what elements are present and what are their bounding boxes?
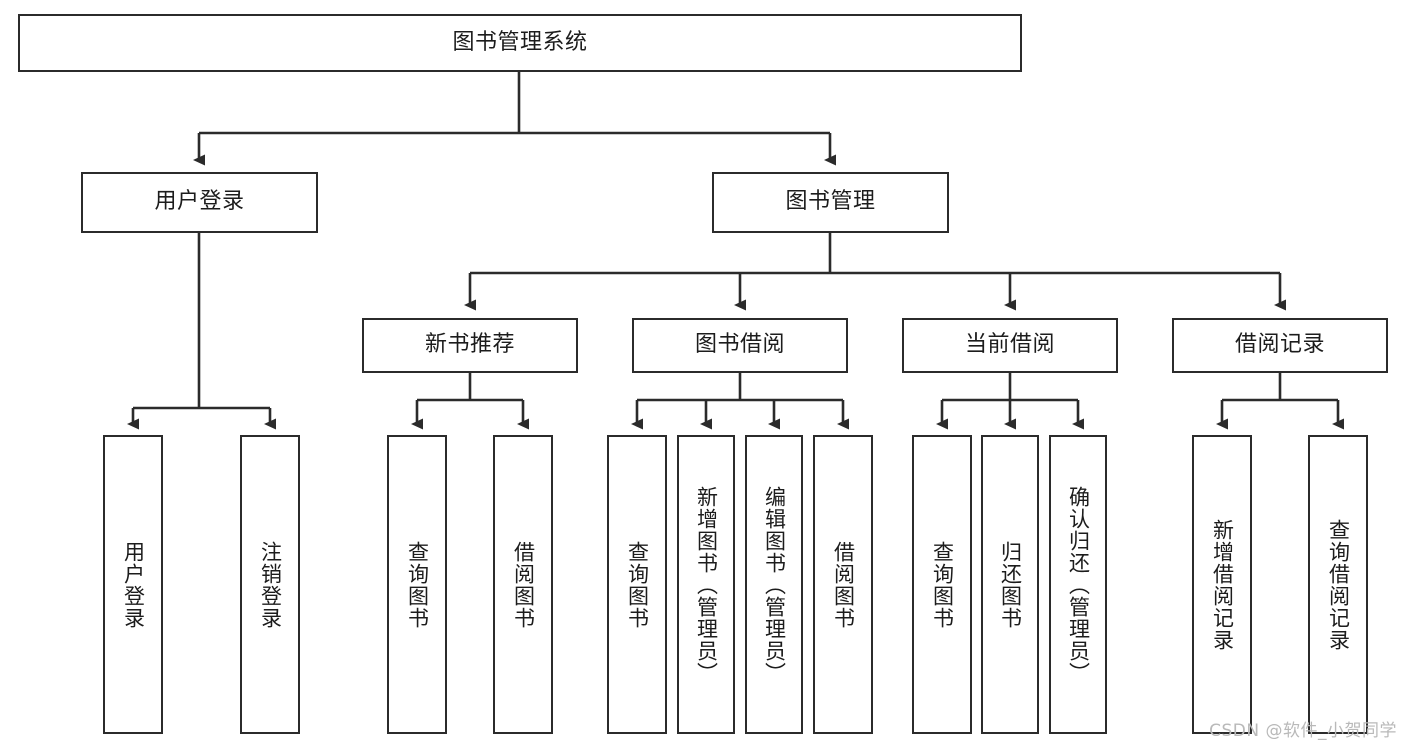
node-label: 借阅图书 xyxy=(831,540,856,629)
node-borrow-records[interactable]: 借阅记录 xyxy=(1172,318,1388,373)
node-label: 图书管理 xyxy=(785,189,876,215)
csdn-watermark: CSDN @软件_小贺同学 xyxy=(1209,721,1397,741)
node-label: 注销登录 xyxy=(258,540,283,629)
node-label: 图书管理系统 xyxy=(452,29,588,55)
node-user-login[interactable]: 用户登录 xyxy=(81,172,318,233)
node-label: 查询图书 xyxy=(930,540,955,629)
node-label: 借阅图书 xyxy=(511,540,536,629)
leaf-book-borrow-edit-book-admin[interactable]: 编辑图书（管理员） xyxy=(745,435,803,734)
node-label: 用户登录 xyxy=(154,189,245,215)
leaf-book-borrow-borrow-book[interactable]: 借阅图书 xyxy=(813,435,873,734)
leaf-current-borrow-query-book[interactable]: 查询图书 xyxy=(912,435,972,734)
node-label: 当前借阅 xyxy=(964,332,1055,358)
node-book-borrow[interactable]: 图书借阅 xyxy=(632,318,848,373)
leaf-new-book-query-book[interactable]: 查询图书 xyxy=(387,435,447,734)
node-label: 查询图书 xyxy=(405,540,430,629)
node-book-management[interactable]: 图书管理 xyxy=(712,172,949,233)
node-root-book-management-system[interactable]: 图书管理系统 xyxy=(18,14,1022,72)
leaf-new-book-borrow-book[interactable]: 借阅图书 xyxy=(493,435,553,734)
leaf-book-borrow-query-book[interactable]: 查询图书 xyxy=(607,435,667,734)
leaf-borrow-records-add-record[interactable]: 新增借阅记录 xyxy=(1192,435,1252,734)
leaf-book-borrow-add-book-admin[interactable]: 新增图书（管理员） xyxy=(677,435,735,734)
node-label: 归还图书 xyxy=(998,540,1023,629)
node-label: 新书推荐 xyxy=(424,332,515,358)
node-label: 用户登录 xyxy=(121,540,146,629)
node-current-borrow[interactable]: 当前借阅 xyxy=(902,318,1118,373)
node-label: 新增图书（管理员） xyxy=(694,485,719,684)
node-label: 确认归还（管理员） xyxy=(1066,485,1091,684)
node-label: 查询借阅记录 xyxy=(1326,518,1351,651)
node-label: 查询图书 xyxy=(625,540,650,629)
leaf-borrow-records-query-record[interactable]: 查询借阅记录 xyxy=(1308,435,1368,734)
node-label: 图书借阅 xyxy=(694,332,785,358)
leaf-current-borrow-return-book[interactable]: 归还图书 xyxy=(981,435,1039,734)
leaf-user-login-logout[interactable]: 注销登录 xyxy=(240,435,300,734)
node-label: 编辑图书（管理员） xyxy=(762,485,787,684)
node-new-book-recommend[interactable]: 新书推荐 xyxy=(362,318,578,373)
node-label: 借阅记录 xyxy=(1234,332,1325,358)
leaf-user-login-login[interactable]: 用户登录 xyxy=(103,435,163,734)
node-label: 新增借阅记录 xyxy=(1210,518,1235,651)
leaf-current-borrow-confirm-return-admin[interactable]: 确认归还（管理员） xyxy=(1049,435,1107,734)
